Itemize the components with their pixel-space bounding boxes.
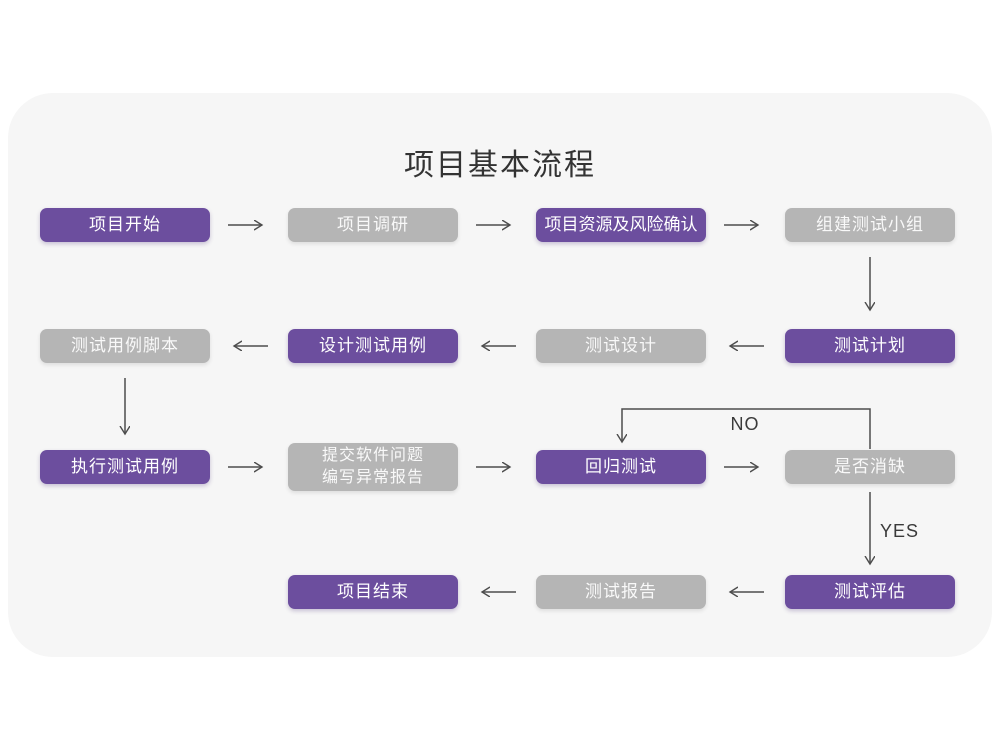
node-test-evaluation: 测试评估 <box>785 575 955 609</box>
node-project-end: 项目结束 <box>288 575 458 609</box>
node-project-start: 项目开始 <box>40 208 210 242</box>
node-resources-risk-confirm: 项目资源及风险确认 <box>536 208 706 242</box>
page-title: 项目基本流程 <box>404 149 596 182</box>
node-defect-cleared: 是否消缺 <box>785 450 955 484</box>
node-test-plan: 测试计划 <box>785 329 955 363</box>
node-test-case-script: 测试用例脚本 <box>40 329 210 363</box>
node-project-research: 项目调研 <box>288 208 458 242</box>
node-design-test-cases: 设计测试用例 <box>288 329 458 363</box>
node-build-test-team: 组建测试小组 <box>785 208 955 242</box>
node-regression-test: 回归测试 <box>536 450 706 484</box>
branch-label-yes: YES <box>880 521 920 541</box>
node-test-design: 测试设计 <box>536 329 706 363</box>
node-execute-test-cases: 执行测试用例 <box>40 450 210 484</box>
background-card <box>8 93 992 657</box>
node-test-report: 测试报告 <box>536 575 706 609</box>
branch-label-no: NO <box>730 414 760 434</box>
node-submit-issues-report: 提交软件问题 编写异常报告 <box>288 443 458 491</box>
